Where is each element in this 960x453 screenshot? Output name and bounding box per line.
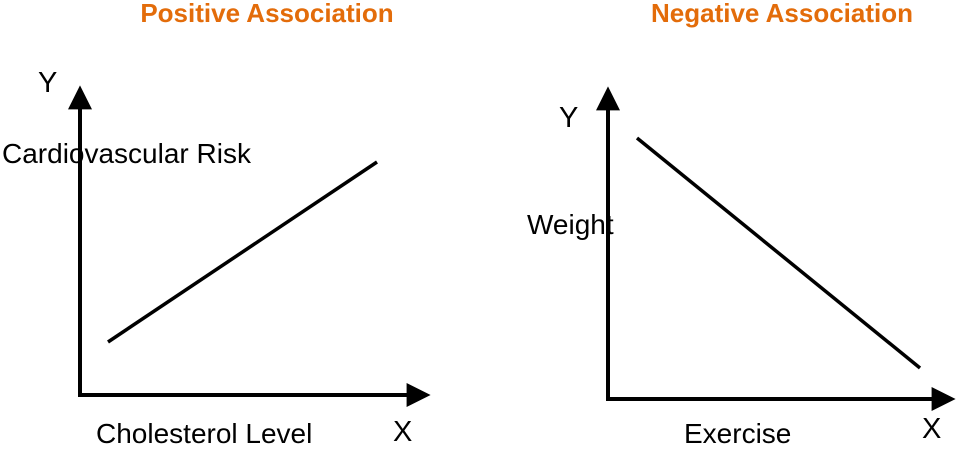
positive-association-title: Positive Association	[140, 0, 394, 28]
negative-y-axis-letter: Y	[559, 102, 579, 134]
positive-association-plot	[68, 85, 431, 407]
negative-x-variable-label: Exercise	[684, 418, 792, 449]
negative-x-axis-letter: X	[922, 413, 942, 445]
positive-x-variable-label: Cholesterol Level	[96, 418, 313, 449]
positive-trend-line	[107, 160, 378, 344]
negative-y-variable-label: Weight	[527, 209, 614, 240]
positive-x-axis-letter: X	[393, 416, 413, 448]
positive-y-axis-letter: Y	[38, 67, 58, 99]
positive-y-variable-label: Cardiovascular Risk	[2, 138, 251, 169]
negative-association-title: Negative Association	[650, 0, 913, 28]
negative-trend-line	[635, 136, 922, 370]
negative-association-plot	[596, 86, 956, 411]
